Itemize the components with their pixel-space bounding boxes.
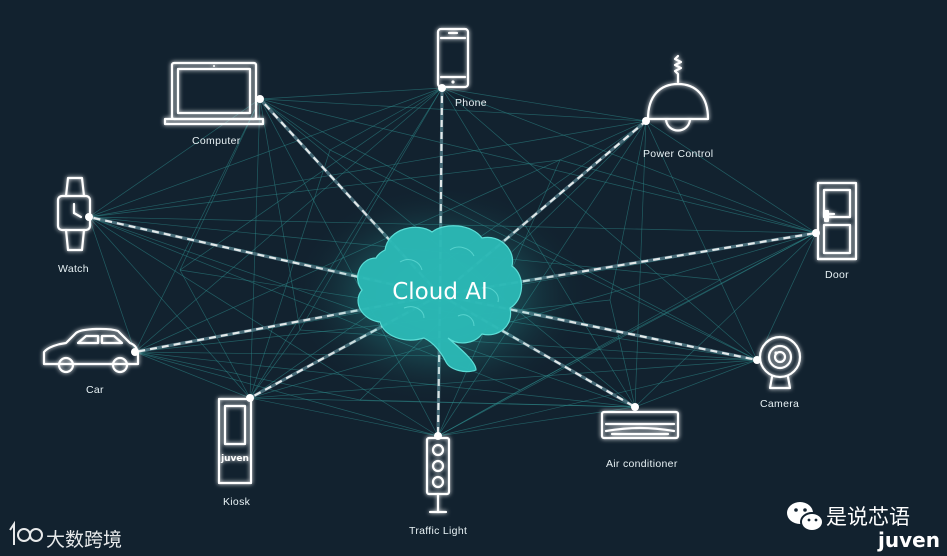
- watermark-bottom-right: 是说芯语 juven: [787, 502, 940, 552]
- device-label-car: Car: [86, 384, 104, 396]
- device-label-kiosk: Kiosk: [223, 496, 251, 508]
- kiosk-screen-text: juven: [220, 454, 249, 464]
- web-line-power-control-watch: [88, 120, 647, 218]
- device-power-control: [646, 54, 710, 132]
- web-line-door-camera: [756, 232, 817, 361]
- web-line-extra: [134, 351, 361, 401]
- web-line-extra: [179, 269, 251, 399]
- device-computer: [163, 61, 265, 126]
- web-line-phone-door: [441, 87, 817, 234]
- web-line-extra: [559, 159, 817, 234]
- wechat-icon: [787, 502, 824, 532]
- device-label-watch: Watch: [58, 263, 89, 275]
- web-line-traffic-light-car: [134, 351, 439, 437]
- webcam-icon: [758, 335, 802, 390]
- web-line-phone-car: [134, 87, 443, 353]
- device-air-conditioner: [600, 410, 680, 440]
- node-traffic-light: [434, 432, 442, 440]
- web-line-power-control-computer: [259, 98, 647, 122]
- spoke-phone: [438, 87, 444, 296]
- web-line-phone-watch: [88, 87, 443, 218]
- web-line-traffic-light-kiosk: [249, 397, 439, 437]
- device-watch: [56, 176, 92, 252]
- node-door: [812, 229, 820, 237]
- device-label-door: Door: [825, 269, 849, 281]
- web-line-kiosk-car: [134, 351, 251, 399]
- node-camera: [753, 356, 761, 364]
- web-line-extra: [259, 98, 331, 151]
- node-car: [131, 348, 139, 356]
- watch-icon: [56, 176, 92, 252]
- web-line-door-air-conditioner: [634, 232, 817, 408]
- car-icon: [42, 327, 140, 374]
- watermark-bottom-left: 大数跨境: [9, 520, 122, 551]
- web-line-phone-power-control: [441, 87, 647, 122]
- device-label-phone: Phone: [455, 97, 487, 109]
- node-watch: [85, 213, 93, 221]
- device-kiosk: juven: [217, 397, 253, 485]
- brain-icon: [357, 225, 523, 373]
- device-label-air-conditioner: Air conditioner: [606, 458, 678, 470]
- web-line-extra: [609, 120, 647, 301]
- device-door: [816, 181, 858, 261]
- web-line-door-computer: [259, 98, 817, 234]
- web-line-extra: [249, 329, 301, 399]
- web-line-car-computer: [134, 98, 261, 353]
- logo-icon: [9, 520, 43, 545]
- web-line-extra: [329, 87, 443, 151]
- watermark-right-brand: juven: [877, 528, 940, 552]
- device-phone: [436, 27, 470, 89]
- web-line-camera-air-conditioner: [634, 359, 758, 408]
- device-label-traffic-light: Traffic Light: [409, 525, 467, 537]
- web-line-extra: [88, 159, 561, 218]
- web-line-power-control-camera: [645, 120, 758, 361]
- web-line-phone-computer: [259, 87, 443, 100]
- device-label-power-control: Power Control: [643, 148, 713, 160]
- watermark-right-title: 是说芯语: [826, 505, 910, 529]
- laptop-icon: [163, 61, 265, 126]
- web-line-camera-traffic-light: [437, 359, 758, 437]
- web-line-extra: [179, 87, 443, 271]
- web-line-extra: [719, 232, 817, 281]
- kiosk-icon: juven: [217, 397, 253, 485]
- node-kiosk: [246, 394, 254, 402]
- phone-icon: [436, 27, 470, 89]
- door-icon: [816, 181, 858, 261]
- traffic-light-icon: [425, 436, 451, 514]
- watermark-left-text: 大数跨境: [46, 529, 122, 551]
- node-phone: [438, 84, 446, 92]
- center-label: Cloud AI: [392, 279, 488, 305]
- node-power-control: [642, 117, 650, 125]
- spoke-power-control: [439, 120, 647, 296]
- web-line-phone-camera: [441, 87, 758, 361]
- web-line-extra: [609, 299, 636, 408]
- node-computer: [256, 95, 264, 103]
- device-camera: [758, 335, 802, 390]
- web-line-car-watch: [88, 216, 136, 353]
- device-traffic-light: [425, 436, 451, 514]
- air-conditioner-icon: [600, 410, 680, 440]
- node-air-conditioner: [631, 403, 639, 411]
- web-line-kiosk-watch: [88, 216, 251, 399]
- connection-nodes: [85, 84, 820, 440]
- spoke-computer: [259, 98, 441, 296]
- web-line-power-control-door: [645, 120, 817, 234]
- ceiling-lamp-icon: [646, 54, 710, 132]
- web-line-extra: [437, 279, 721, 437]
- web-line-extra: [519, 232, 817, 391]
- web-line-kiosk-computer: [249, 98, 261, 399]
- device-label-camera: Camera: [760, 398, 799, 410]
- device-label-computer: Computer: [192, 135, 241, 147]
- device-car: [42, 327, 140, 374]
